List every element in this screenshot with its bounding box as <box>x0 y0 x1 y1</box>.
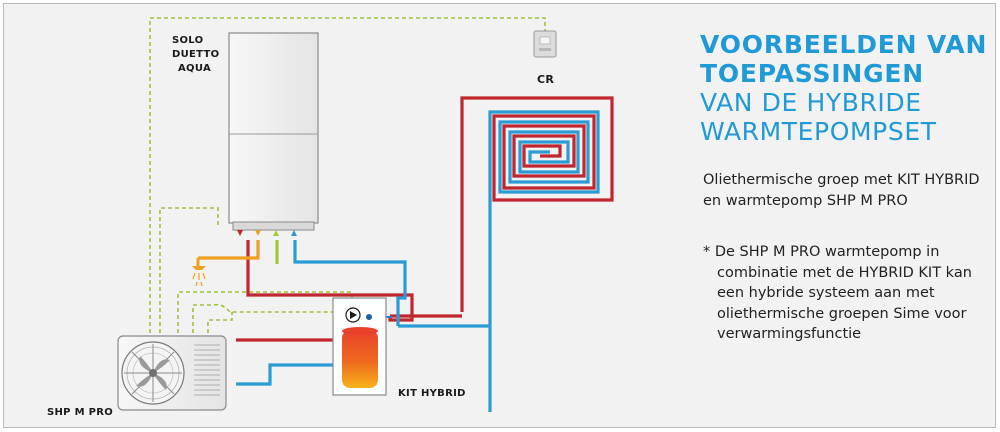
heading-line-4: WARMTEPOMPSET <box>700 117 937 146</box>
label-solo: SOLO <box>172 35 203 46</box>
control-wiring <box>149 17 546 340</box>
description-text: Oliethermische groep met KIT HYBRID en w… <box>703 172 980 209</box>
installation-diagram: SOLO DUETTO AQUA CR KIT HYBRID SHP M PRO <box>47 17 614 418</box>
water-pipes <box>198 240 279 264</box>
connection-arrows <box>237 230 297 236</box>
fan-icon <box>121 341 185 405</box>
heading-line-3: VAN DE HYBRIDE <box>700 88 922 117</box>
label-cr: CR <box>537 73 554 86</box>
heat-pump-unit <box>117 335 227 411</box>
heading-line-2: TOEPASSINGEN <box>700 59 924 88</box>
label-aqua: AQUA <box>178 63 211 74</box>
underfloor-heating-loop <box>460 96 614 412</box>
pump-icon <box>345 307 361 323</box>
footnote-text: * De SHP M PRO warmtepomp in combinatie … <box>703 244 972 342</box>
label-kit-hybrid: KIT HYBRID <box>398 388 466 399</box>
boiler-unit <box>228 32 319 231</box>
shower-icon <box>192 258 206 287</box>
label-duetto: DUETTO <box>172 49 219 60</box>
kit-hybrid-unit <box>332 297 387 396</box>
heading-line-1: VOORBEELDEN VAN <box>700 30 988 59</box>
label-shp-m-pro: SHP M PRO <box>47 407 113 418</box>
heating-pipes <box>236 240 490 386</box>
thermostat-icon <box>533 30 557 58</box>
